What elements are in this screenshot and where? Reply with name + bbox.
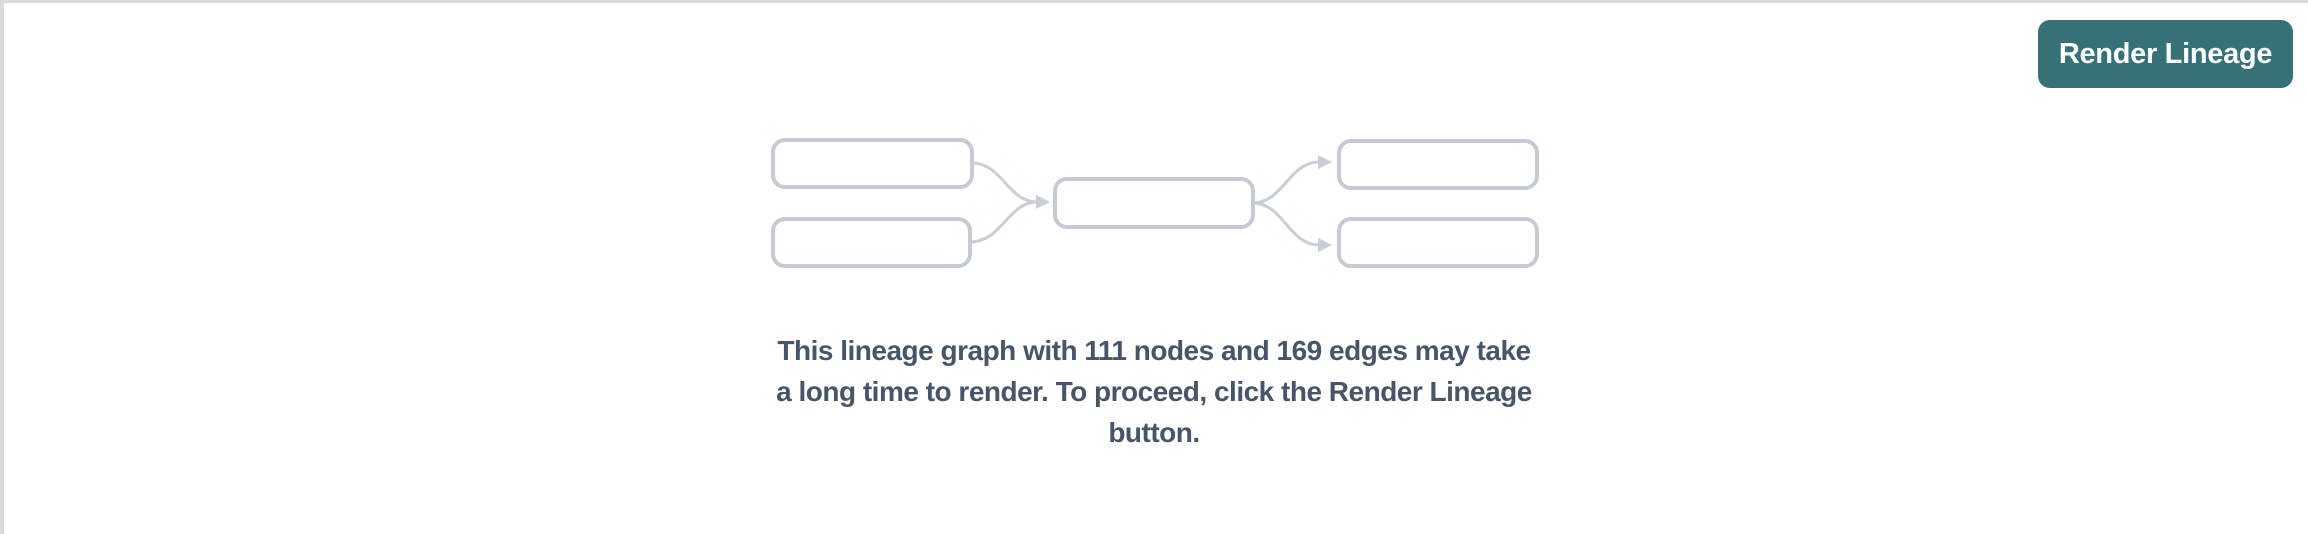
panel-top-border bbox=[0, 0, 2308, 3]
render-warning-message: This lineage graph with 111 nodes and 16… bbox=[654, 330, 1654, 453]
placeholder-edge-downstream-bottom bbox=[1252, 201, 1320, 247]
placeholder-node-upstream-bottom bbox=[771, 217, 972, 268]
placeholder-edge-upstream-top bbox=[971, 161, 1038, 204]
arrowhead-downstream-bottom-icon bbox=[1318, 238, 1332, 252]
placeholder-node-downstream-top bbox=[1337, 139, 1539, 190]
render-warning-line-2: a long time to render. To proceed, click… bbox=[776, 376, 1532, 407]
placeholder-node-downstream-bottom bbox=[1337, 217, 1539, 268]
panel-left-border bbox=[0, 0, 4, 534]
placeholder-edge-upstream-bottom bbox=[969, 200, 1038, 244]
render-warning-line-1: This lineage graph with 111 nodes and 16… bbox=[777, 335, 1531, 366]
render-lineage-button[interactable]: Render Lineage bbox=[2038, 20, 2293, 88]
placeholder-node-focal bbox=[1053, 177, 1255, 229]
render-warning-line-3: button. bbox=[1108, 417, 1200, 448]
placeholder-edge-downstream-top bbox=[1252, 160, 1320, 205]
lineage-graph-illustration bbox=[771, 138, 1539, 268]
arrowhead-into-focal-icon bbox=[1036, 195, 1050, 209]
placeholder-node-upstream-top bbox=[771, 138, 974, 189]
arrowhead-downstream-top-icon bbox=[1318, 155, 1332, 169]
